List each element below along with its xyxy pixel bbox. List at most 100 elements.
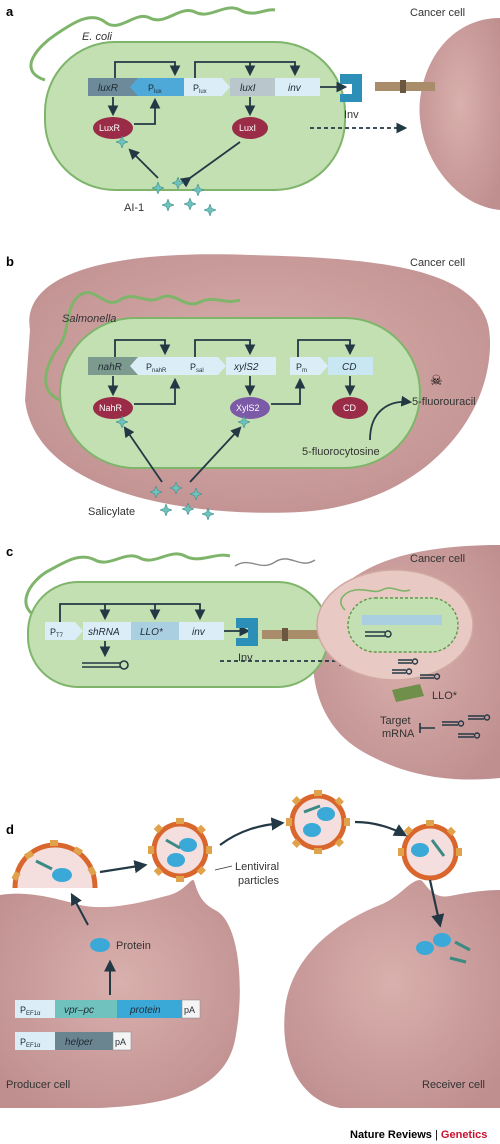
panel-d-particle-3 <box>286 790 350 854</box>
footer: Nature Reviews | Genetics <box>350 1129 487 1141</box>
panel-a-gene-luxi <box>230 78 275 96</box>
panel-d-construct2-pa <box>112 1031 132 1051</box>
panel-c-gene-shrna-label: shRNA <box>88 627 120 638</box>
panel-c-flagellum <box>24 552 231 622</box>
panel-b-gene-xyls2-label: xylS2 <box>233 362 259 373</box>
panel-c-promoter-t7-label: PT7 <box>50 627 64 639</box>
panel-d-construct1-promoter <box>15 1000 55 1018</box>
panel-b-protein-nahr <box>93 397 133 419</box>
panel-c: c Cancer cell PT7 shRNA LLO* inv Inv <box>6 544 500 780</box>
panel-a: a Cancer cell E. coli luxR Plux Plux lux… <box>6 4 500 216</box>
panel-b-promoter-sal-label: Psal <box>190 362 204 374</box>
panel-c-receptor-band <box>282 628 288 641</box>
panel-b-arrow-loop-1 <box>114 339 171 357</box>
panel-d-construct2-helper-label: helper <box>65 1037 93 1048</box>
panel-b-letter: b <box>6 254 14 269</box>
panel-d-construct2-helper <box>55 1032 113 1050</box>
panel-c-arrow-transcription <box>59 603 206 622</box>
panel-b-gene-xyls2 <box>226 357 276 375</box>
panel-d-producer-label: Producer cell <box>6 1079 70 1091</box>
panel-a-gene-luxi-label: luxI <box>240 83 256 94</box>
panel-a-promoter-1-label: Plux <box>148 83 162 95</box>
panel-d-protein-label: Protein <box>116 940 151 952</box>
panel-b-arrow-salicylate-1 <box>123 426 163 483</box>
panel-c-inner-construct <box>362 615 442 625</box>
panel-b-promoter-nahr <box>130 357 183 375</box>
panel-c-gene-llo-label: LLO* <box>140 627 164 638</box>
panel-b-gene-cd <box>328 357 373 375</box>
panel-b-protein-xyls2 <box>230 397 270 419</box>
panel-c-inner-hairpin <box>365 631 385 637</box>
panel-a-gene-inv-label: inv <box>288 83 302 94</box>
panel-a-cancer-cell <box>419 18 500 210</box>
panel-b-protein-cd-label: CD <box>343 403 356 413</box>
panel-a-promoter-2 <box>184 78 230 96</box>
panel-a-promoter-1 <box>130 78 184 96</box>
panel-b-product: 5-fluorouracil <box>412 396 476 408</box>
panel-c-gene-shrna <box>83 622 131 640</box>
panel-d-receiver-label: Receiver cell <box>422 1079 485 1091</box>
panel-c-target-line1: Target <box>380 715 411 727</box>
panel-c-gene-inv <box>179 622 224 640</box>
panel-a-gene-luxr-label: luxR <box>98 83 118 94</box>
panel-a-arrow-loop-1 <box>114 61 181 78</box>
panel-c-gene-inv-label: inv <box>192 627 206 638</box>
panel-d-construct1-vpr-label: vpr–pc <box>64 1005 94 1016</box>
panel-d-label-leader <box>214 865 233 871</box>
panel-b-flagellum <box>44 291 241 402</box>
panel-b-cell-label: Cancer cell <box>410 257 465 269</box>
panel-a-letter: a <box>6 4 14 19</box>
panel-d-construct1-pa <box>181 999 201 1019</box>
panel-a-invasin <box>340 74 362 102</box>
panel-b-protein-xyls2-label: XylS2 <box>236 403 260 413</box>
panel-d-arrow-1 <box>99 860 148 874</box>
panel-a-arrow-activation <box>134 97 161 125</box>
panel-b-inducer-label: Salicylate <box>88 506 135 518</box>
panel-c-inner-flagellum <box>340 587 411 611</box>
panel-b-organism: Salmonella <box>62 313 116 325</box>
panel-d-budding-particle <box>11 840 98 889</box>
panel-a-gene-inv <box>275 78 320 96</box>
panel-a-protein-luxi-label: LuxI <box>239 123 256 133</box>
panel-d-construct1-protein <box>117 1000 182 1018</box>
footer-section: Genetics <box>441 1129 487 1141</box>
panel-a-receptor-band <box>400 80 406 93</box>
panel-b-prodrug: 5-fluorocytosine <box>302 446 380 458</box>
panel-b-gene-nahr <box>88 357 138 375</box>
panel-a-arrow-ai1-out <box>179 141 241 188</box>
panel-b-arrow-conversion <box>369 395 413 441</box>
panel-a-cell-label: Cancer cell <box>410 7 465 19</box>
panel-c-llo-pore <box>392 684 424 702</box>
panel-c-target-line2: mRNA <box>382 728 415 740</box>
panel-a-flagellum <box>29 6 276 82</box>
panel-a-arrow-ai1-in <box>128 148 159 179</box>
panel-d-particles-line2: particles <box>238 875 279 887</box>
panel-a-protein-luxr <box>93 117 133 139</box>
footer-journal: Nature Reviews <box>350 1129 432 1141</box>
panel-d-arrow-2 <box>219 817 285 846</box>
panel-a-promoter-2-label: Plux <box>193 83 207 95</box>
panel-b-promoter-m-label: Pm <box>296 362 307 374</box>
panel-d-particles-line1: Lentiviral <box>235 861 279 873</box>
panel-d-arrow-entry <box>428 879 445 928</box>
skull-icon: ☠ <box>430 372 443 388</box>
panel-b-promoter-sal <box>183 357 226 375</box>
panel-a-arrow-loop-2 <box>194 61 301 78</box>
panel-a-protein-luxi <box>232 117 268 139</box>
panel-a-inv-label: Inv <box>344 109 359 121</box>
panel-b-protein-nahr-label: NahR <box>99 403 123 413</box>
panel-d-receiver-cell <box>284 880 500 1108</box>
panel-b-protein-cd <box>332 397 368 419</box>
panel-d-construct1-pa-label: pA <box>184 1005 195 1015</box>
panel-b-arrow-nahr-act <box>134 377 181 405</box>
panel-b-gene-nahr-label: nahR <box>98 362 122 373</box>
panel-d-construct1-promoter-label: PEF1α <box>20 1005 41 1017</box>
panel-b-promoter-m <box>290 357 328 375</box>
panel-b-arrow-xyls2-act <box>271 377 306 405</box>
panel-d-construct2-pa-label: pA <box>115 1037 126 1047</box>
panel-c-inv-label: Inv <box>238 652 253 664</box>
panel-c-llo-label: LLO* <box>432 690 458 702</box>
panel-b-arrow-salicylate-2 <box>189 426 242 483</box>
panel-d-letter: d <box>6 822 14 837</box>
